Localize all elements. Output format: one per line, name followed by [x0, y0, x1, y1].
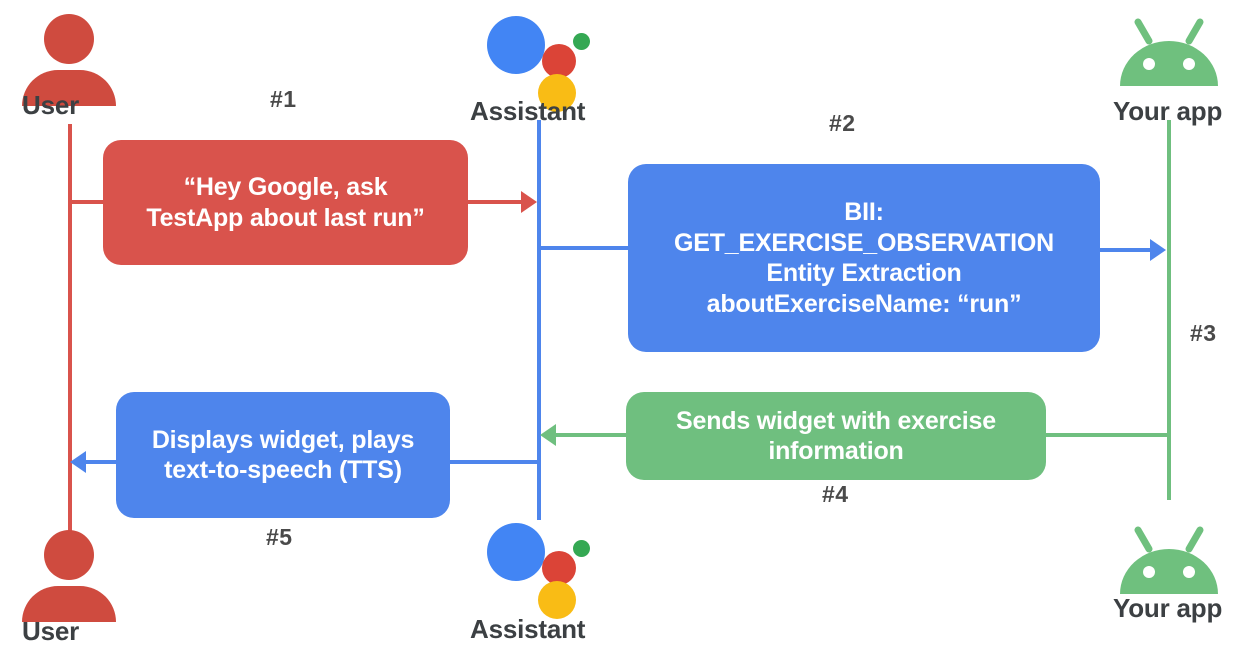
assistant-icon-blue-circle [487, 523, 545, 581]
user-icon-body [22, 70, 116, 106]
connector-step1-left [68, 200, 128, 204]
step-label-2: #2 [829, 110, 856, 136]
message-box-step4-line2: information [768, 437, 904, 465]
user-icon-head [44, 14, 94, 64]
actor-label-user-bottom: User [22, 616, 80, 646]
lifeline-user [68, 124, 72, 536]
arrowhead-step2 [1150, 239, 1166, 261]
message-box-step1: “Hey Google, ask TestApp about last run” [103, 140, 468, 265]
message-box-step4: Sends widget with exercise information [626, 392, 1046, 480]
assistant-icon-red-circle [542, 44, 576, 78]
message-box-step2-line2: GET_EXERCISE_OBSERVATION [673, 228, 1054, 257]
step-label-3: #3 [1190, 320, 1217, 346]
assistant-icon-red-circle [542, 551, 576, 585]
actor-label-user-top: User [22, 90, 80, 120]
connector-step5-left [86, 460, 120, 464]
actor-label-assistant-top: Assistant [470, 96, 586, 126]
android-icon [1116, 16, 1222, 90]
user-icon [22, 14, 116, 106]
user-icon-body [22, 586, 116, 622]
connector-step4-right [1044, 433, 1170, 437]
step-label-4: #4 [822, 481, 849, 507]
arrowhead-step1 [521, 191, 537, 213]
assistant-icon-blue-circle [487, 16, 545, 74]
message-box-step2-line1: BII: [844, 198, 884, 226]
connector-step2-left [537, 246, 637, 250]
message-box-step5-line2: text-to-speech (TTS) [164, 456, 402, 484]
message-box-step1-line2: TestApp about last run” [146, 203, 425, 232]
lifeline-assistant [537, 120, 541, 520]
step-label-1: #1 [270, 86, 297, 112]
connector-step4-left [556, 433, 630, 437]
assistant-icon-yellow-circle [538, 581, 576, 619]
message-box-step2-line3: Entity Extraction [766, 259, 962, 287]
google-assistant-icon [487, 12, 590, 112]
connector-step1-right [462, 200, 524, 204]
message-box-step5: Displays widget, plays text-to-speech (T… [116, 392, 450, 518]
assistant-icon-yellow-circle [538, 74, 576, 112]
message-box-step4-line1: Sends widget with exercise [676, 406, 996, 435]
user-icon-head [44, 530, 94, 580]
assistant-icon-green-circle [573, 540, 590, 557]
message-box-step2-line4: aboutExerciseName: “run” [706, 289, 1022, 318]
message-box-step2: BII: GET_EXERCISE_OBSERVATION Entity Ext… [628, 164, 1100, 352]
arrowhead-step4 [540, 424, 556, 446]
assistant-icon-green-circle [573, 33, 590, 50]
actor-label-assistant-bottom: Assistant [470, 614, 586, 644]
user-icon [22, 530, 116, 622]
actor-label-app-bottom: Your app [1113, 593, 1223, 623]
connector-step5-right [447, 460, 539, 464]
lifeline-your-app [1167, 120, 1171, 500]
step-label-5: #5 [266, 524, 293, 550]
arrowhead-step5 [70, 451, 86, 473]
message-box-step5-line1: Displays widget, plays [151, 425, 415, 454]
connector-step2-right [1092, 248, 1154, 252]
google-assistant-icon [487, 519, 590, 619]
message-box-step1-line1: “Hey Google, ask [183, 173, 388, 201]
android-icon [1116, 524, 1222, 598]
